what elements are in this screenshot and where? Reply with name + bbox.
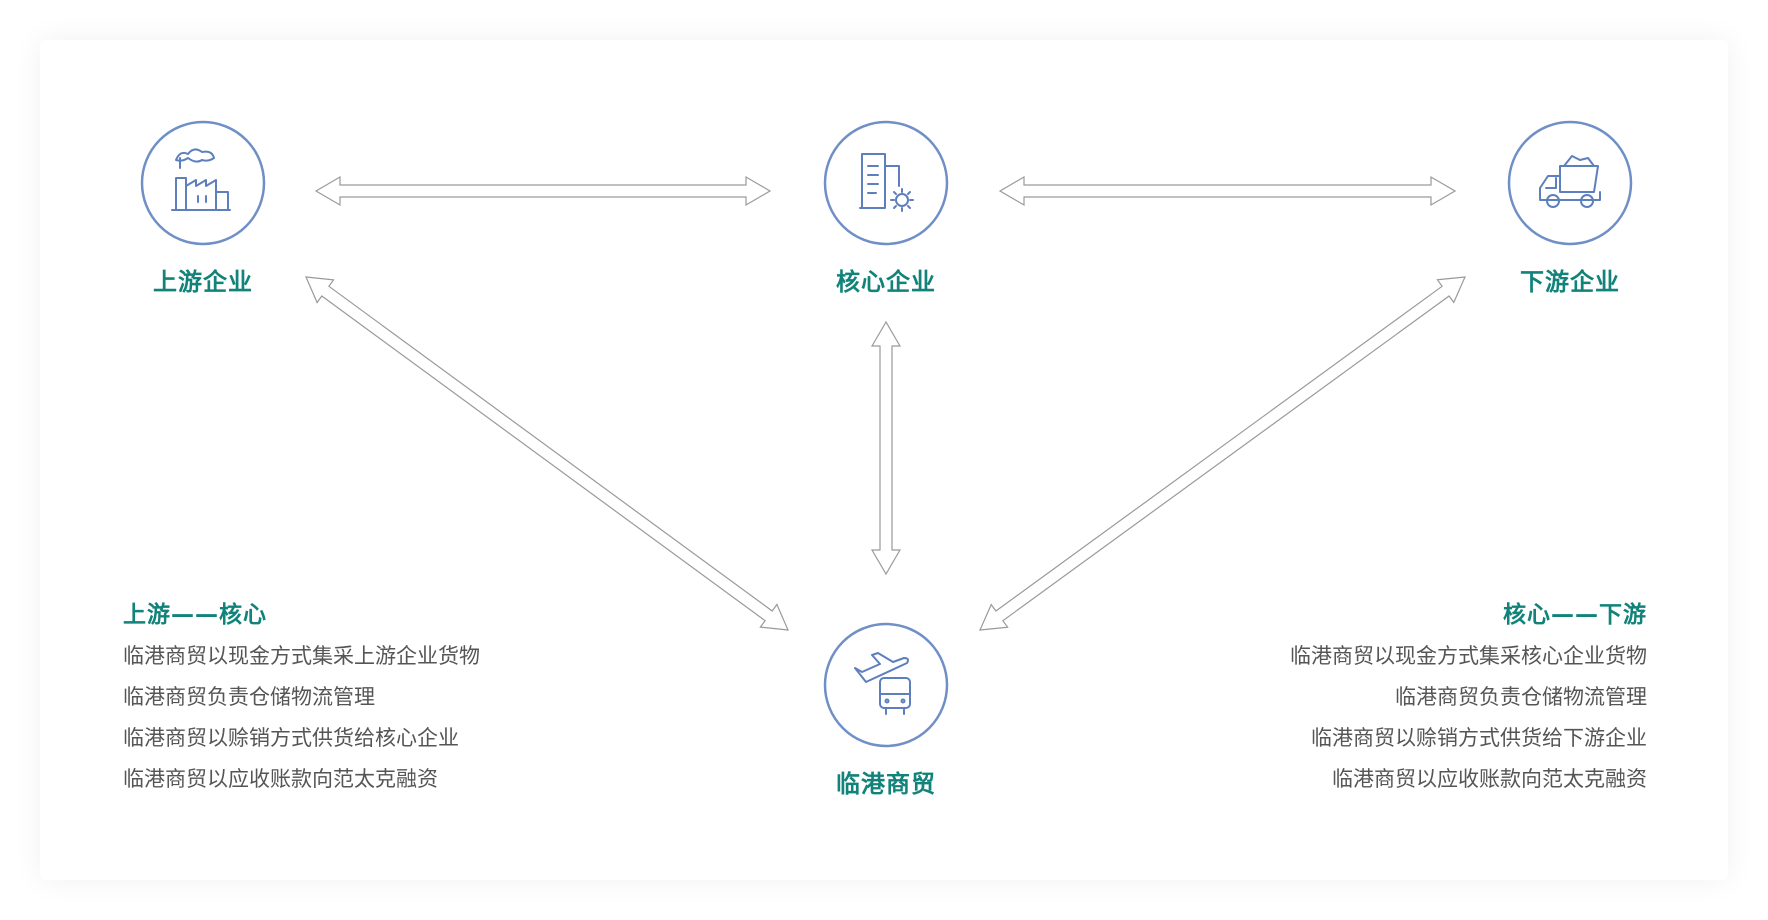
- core-label: 核心企业: [836, 268, 936, 296]
- arrow-core-trade: [870, 320, 902, 576]
- info-line: 临港商贸以现金方式集采核心企业货物: [1290, 644, 1647, 668]
- info-line: 临港商贸负责仓储物流管理: [123, 685, 375, 709]
- arrow-upstream-trade: [305, 276, 789, 631]
- dump-truck-icon: [1539, 155, 1601, 208]
- factory-icon: [171, 148, 231, 211]
- info-title: 上游——核心: [123, 602, 267, 628]
- downstream-label: 下游企业: [1520, 268, 1620, 296]
- upstream-node: [140, 120, 266, 246]
- upstream-label: 上游企业: [153, 268, 253, 296]
- downstream-node: [1507, 120, 1633, 246]
- info-line: 临港商贸以赊销方式供货给核心企业: [123, 726, 459, 750]
- core-node: [823, 120, 949, 246]
- trade-node: [823, 622, 949, 748]
- info-line: 临港商贸负责仓储物流管理: [1395, 685, 1647, 709]
- info-line: 临港商贸以现金方式集采上游企业货物: [123, 644, 480, 668]
- arrow-upstream-core: [314, 175, 772, 207]
- arrow-core-downstream: [998, 175, 1457, 207]
- downstream-circle: [1507, 120, 1633, 246]
- info-line: 临港商贸以应收账款向范太克融资: [1332, 767, 1647, 791]
- arrow-downstream-trade: [979, 276, 1466, 631]
- upstream-circle: [140, 120, 266, 246]
- info-line: 临港商贸以应收账款向范太克融资: [123, 767, 438, 791]
- info-title: 核心——下游: [1503, 602, 1647, 628]
- upstream-core-info: 上游——核心 临港商贸以现金方式集采上游企业货物 临港商贸负责仓储物流管理 临港…: [123, 594, 583, 800]
- trade-circle: [823, 622, 949, 748]
- info-line: 临港商贸以赊销方式供货给下游企业: [1311, 726, 1647, 750]
- building-gear-icon: [859, 153, 914, 212]
- plane-bus-icon: [854, 652, 911, 715]
- trade-label: 临港商贸: [836, 770, 936, 798]
- core-downstream-info: 核心——下游 临港商贸以现金方式集采核心企业货物 临港商贸负责仓储物流管理 临港…: [1187, 594, 1647, 800]
